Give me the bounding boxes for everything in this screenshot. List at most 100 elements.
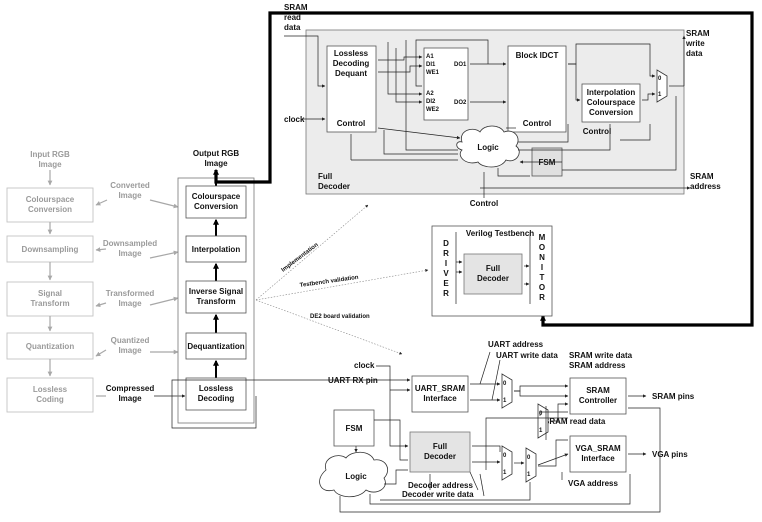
de2-mux-4-1: 1 bbox=[527, 472, 531, 478]
ram-port-do2: DO2 bbox=[454, 100, 467, 106]
de2-mux-3 bbox=[501, 445, 513, 481]
full-decoder-clock-label: clock bbox=[284, 115, 305, 124]
vga-address-label: VGA address bbox=[568, 479, 618, 488]
block-idct-title: Block IDCT bbox=[516, 51, 559, 60]
quantization-label: Quantization bbox=[26, 342, 75, 351]
de2-validation-label: DE2 board validation bbox=[310, 314, 370, 320]
fd-mux-0: 0 bbox=[658, 76, 662, 82]
inverse-signal-transform-block bbox=[185, 280, 247, 314]
full-decoder-wiring bbox=[284, 35, 691, 198]
ram-port-a2: A2 bbox=[426, 91, 434, 97]
de2-wiring bbox=[171, 351, 661, 513]
de2-mux-2-0: 0 bbox=[539, 411, 543, 417]
ram-port-do1: DO1 bbox=[454, 62, 467, 68]
ram-port-di2: DI2 bbox=[426, 99, 436, 105]
de2-mux-1 bbox=[501, 373, 513, 409]
interp-control-label: Control bbox=[583, 127, 611, 136]
dequantization-label: Dequantization bbox=[187, 342, 244, 351]
implementation-label: Implementation bbox=[281, 242, 320, 274]
full-decoder-fsm-label: FSM bbox=[539, 158, 556, 167]
full-decoder-control-label: Control bbox=[470, 199, 498, 208]
full-decoder-logic-cloud bbox=[456, 125, 520, 168]
full-decoder-mux bbox=[656, 69, 668, 103]
interp-colourspace-block bbox=[581, 83, 641, 123]
idct-control-label: Control bbox=[523, 119, 551, 128]
ram-port-di1: DI1 bbox=[426, 62, 436, 68]
uart-rx-pin-label: UART RX pin bbox=[328, 376, 378, 385]
testbench-title: Verilog Testbench bbox=[466, 229, 534, 238]
vga-pins-label: VGA pins bbox=[652, 450, 688, 459]
lossless-coding-block bbox=[6, 377, 94, 413]
de2-clock-label: clock bbox=[354, 361, 375, 370]
sram-controller-block bbox=[569, 377, 627, 415]
thick-loop-lines bbox=[214, 11, 754, 327]
lossless-dequant-block bbox=[326, 45, 377, 133]
interpolation-block bbox=[185, 235, 247, 263]
de2-full-decoder-block bbox=[409, 431, 471, 473]
dequantization-block bbox=[185, 332, 247, 360]
de2-mux-1-1: 1 bbox=[503, 398, 507, 404]
decoder-address-label: Decoder address bbox=[408, 481, 473, 490]
uart-address-label: UART address bbox=[488, 340, 544, 349]
full-decoder-logic-label: Logic bbox=[477, 143, 499, 152]
lossless-control-label: Control bbox=[337, 119, 365, 128]
de2-mux-3-0: 0 bbox=[503, 453, 507, 459]
de2-sram-read-data-label: SRAM read data bbox=[544, 417, 606, 426]
de2-fsm-label: FSM bbox=[346, 424, 363, 433]
de2-fsm-block bbox=[333, 409, 375, 447]
ram-port-we2: WE2 bbox=[426, 107, 440, 113]
ram-port-we1: WE1 bbox=[426, 70, 440, 76]
ram-port-a1: A1 bbox=[426, 54, 434, 60]
de2-mux-4-0: 0 bbox=[527, 455, 531, 461]
fd-mux-1: 1 bbox=[658, 92, 662, 98]
de2-logic-cloud bbox=[319, 451, 388, 498]
de2-mux-1-0: 0 bbox=[503, 381, 507, 387]
lossless-decoding-block bbox=[185, 377, 247, 411]
block-idct-block bbox=[507, 45, 567, 133]
de2-mux-2-1: 1 bbox=[539, 428, 543, 434]
de2-mux-4 bbox=[525, 447, 537, 483]
de2-sram-address-label: SRAM address bbox=[569, 361, 626, 370]
de2-panel: clock UART RX pin UART address UART writ… bbox=[171, 340, 695, 513]
de2-mux-2 bbox=[537, 403, 549, 439]
dual-port-ram-block bbox=[423, 47, 469, 121]
uart-sram-interface-block bbox=[411, 375, 469, 413]
testbench-full-decoder-block bbox=[463, 253, 523, 295]
downsampling-label: Downsampling bbox=[22, 245, 79, 254]
de2-logic-label: Logic bbox=[345, 472, 367, 481]
sram-pins-label: SRAM pins bbox=[652, 392, 695, 401]
interpolation-label: Interpolation bbox=[192, 245, 241, 254]
testbench-validation-label: Testbench validation bbox=[299, 275, 359, 289]
